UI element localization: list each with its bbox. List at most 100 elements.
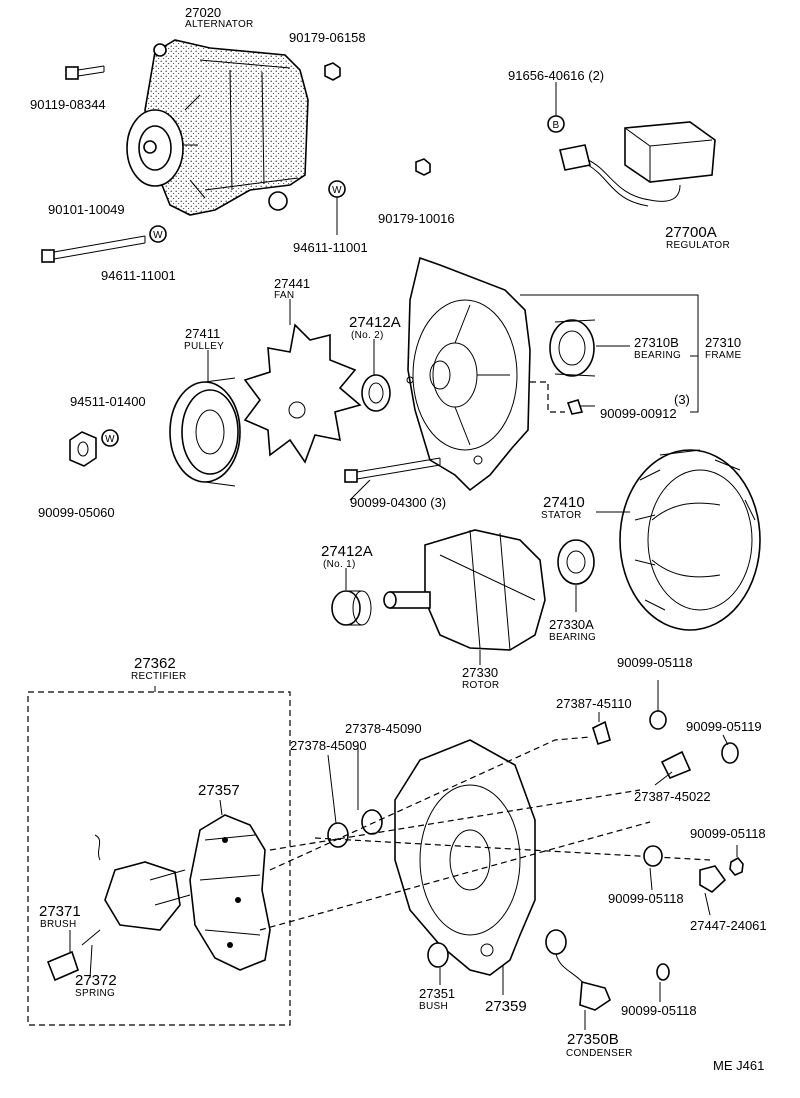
washer-a-drawing xyxy=(149,225,167,243)
part-number-27378-45090-b: 27378-45090 xyxy=(345,721,422,736)
part-number-27310b: 27310B xyxy=(634,335,679,350)
part-name-no1: (No. 1) xyxy=(323,559,356,570)
part-name-condenser: CONDENSER xyxy=(566,1048,633,1059)
nut-05060-drawing xyxy=(69,431,97,467)
brush-drawing xyxy=(46,950,79,982)
part-number-27372: 27372 xyxy=(75,972,117,989)
part-name-regulator: REGULATOR xyxy=(666,240,730,251)
rear-bearing-drawing xyxy=(557,539,595,585)
part-number-90119-08344: 90119-08344 xyxy=(30,97,106,112)
bolt-08344-drawing xyxy=(65,65,105,80)
nut-05118-d-drawing xyxy=(656,963,670,981)
alternator-assembly-drawing xyxy=(126,39,309,216)
part-number-27330: 27330 xyxy=(462,665,498,680)
part-number-27700a: 27700A xyxy=(665,224,717,241)
part-number-27412a-no2: 27412A xyxy=(349,314,401,331)
rear-frame-drawing xyxy=(394,739,536,976)
part-number-94511-01400: 94511-01400 xyxy=(70,394,146,409)
part-number-27387-45022: 27387-45022 xyxy=(634,789,711,804)
part-number-27362: 27362 xyxy=(134,655,176,672)
insulator-a-drawing xyxy=(327,822,349,848)
diagram-code: ME J461 xyxy=(713,1058,764,1073)
part-number-90099-05118-a: 90099-05118 xyxy=(617,655,693,670)
part-number-27387-45110: 27387-45110 xyxy=(556,696,632,711)
part-number-27410: 27410 xyxy=(543,494,585,511)
bush-drawing xyxy=(427,942,449,968)
part-number-94611-11001-a: 94611-11001 xyxy=(101,268,176,283)
regulator-drawing xyxy=(547,115,716,207)
part-name-alternator: ALTERNATOR xyxy=(185,19,254,30)
part-number-27330a: 27330A xyxy=(549,617,594,632)
part-number-90099-00912: 90099-00912 xyxy=(600,406,677,421)
part-number-27359: 27359 xyxy=(485,998,527,1015)
part-number-27412a-no1: 27412A xyxy=(321,543,373,560)
part-name-bush: BUSH xyxy=(419,1001,448,1012)
part-number-94611-11001-b: 94611-11001 xyxy=(293,240,368,255)
dashed-guide xyxy=(259,736,711,931)
part-number-27350b: 27350B xyxy=(567,1031,619,1048)
part-number-90179-10016: 90179-10016 xyxy=(378,211,455,226)
part-number-90099-04300: 90099-04300 (3) xyxy=(350,495,446,510)
part-name-bearing-rear: BEARING xyxy=(549,632,596,643)
part-number-90099-05119: 90099-05119 xyxy=(686,719,762,734)
part-number-27351: 27351 xyxy=(419,986,455,1001)
part-name-frame: FRAME xyxy=(705,350,742,361)
washer-a-mark: W xyxy=(153,230,163,241)
part-name-stator: STATOR xyxy=(541,510,582,521)
part-number-27378-45090-a: 27378-45090 xyxy=(290,738,367,753)
stator-drawing xyxy=(619,449,761,631)
screw-40616-mark: B xyxy=(553,120,560,131)
rectifier-group-box xyxy=(27,691,291,1026)
part-number-27357: 27357 xyxy=(198,782,240,799)
frame-drawing xyxy=(406,256,531,492)
part-number-91656-40616: 91656-40616 (2) xyxy=(508,68,604,83)
washer-01400-drawing xyxy=(101,429,119,447)
collar-no1-drawing xyxy=(331,590,372,626)
part-name-brush: BRUSH xyxy=(40,919,77,930)
dashed-guide xyxy=(530,381,565,413)
pulley-drawing xyxy=(169,377,241,487)
part-name-rotor: ROTOR xyxy=(462,680,499,691)
part-number-90099-05118-d: 90099-05118 xyxy=(621,1003,697,1018)
nut-05118-c-drawing xyxy=(729,856,744,876)
insulator-45022-drawing xyxy=(660,750,692,780)
part-name-pulley: PULLEY xyxy=(184,341,224,352)
front-bearing-drawing xyxy=(549,319,596,377)
nut-05119-drawing xyxy=(721,742,739,764)
collar-no2-drawing xyxy=(361,374,391,412)
part-name-no2: (No. 2) xyxy=(351,330,384,341)
nut-10016-drawing xyxy=(415,158,431,176)
part-number-27441: 27441 xyxy=(274,276,310,291)
part-number-27447-24061: 27447-24061 xyxy=(690,918,767,933)
part-number-27411: 27411 xyxy=(185,326,220,341)
part-number-90099-05060: 90099-05060 xyxy=(38,505,115,520)
part-number-90099-05118-c: 90099-05118 xyxy=(690,826,766,841)
part-number-27020: 27020 xyxy=(185,5,221,20)
part-name-fan: FAN xyxy=(274,290,294,301)
frame-bracket-line xyxy=(520,294,699,413)
nut-06158-drawing xyxy=(324,62,341,81)
nut-05118-b-drawing xyxy=(643,845,663,867)
part-number-27310: 27310 xyxy=(705,335,741,350)
part-number-90099-05118-b: 90099-05118 xyxy=(608,891,684,906)
washer-b-mark: W xyxy=(332,185,342,196)
part-number-90101-10049: 90101-10049 xyxy=(48,202,125,217)
washer-01400-mark: W xyxy=(105,434,115,445)
part-number-27371: 27371 xyxy=(39,903,81,920)
condenser-drawing xyxy=(545,929,611,1011)
terminal-24061-drawing xyxy=(699,865,727,893)
part-name-spring: SPRING xyxy=(75,988,115,999)
part-name-bearing-front: BEARING xyxy=(634,350,681,361)
nut-05118-a-drawing xyxy=(649,710,667,730)
rotor-drawing xyxy=(383,529,546,651)
spring-drawing xyxy=(81,929,101,946)
screw-00912-drawing xyxy=(566,399,595,415)
insulator-45110-drawing xyxy=(592,720,611,746)
insulator-b-drawing xyxy=(361,809,383,835)
bolt-10049-drawing xyxy=(41,235,146,263)
part-number-90179-06158: 90179-06158 xyxy=(289,30,366,45)
brush-holder-drawing xyxy=(94,834,191,931)
bolt-04300-drawing xyxy=(344,457,441,483)
fan-drawing xyxy=(243,323,362,464)
